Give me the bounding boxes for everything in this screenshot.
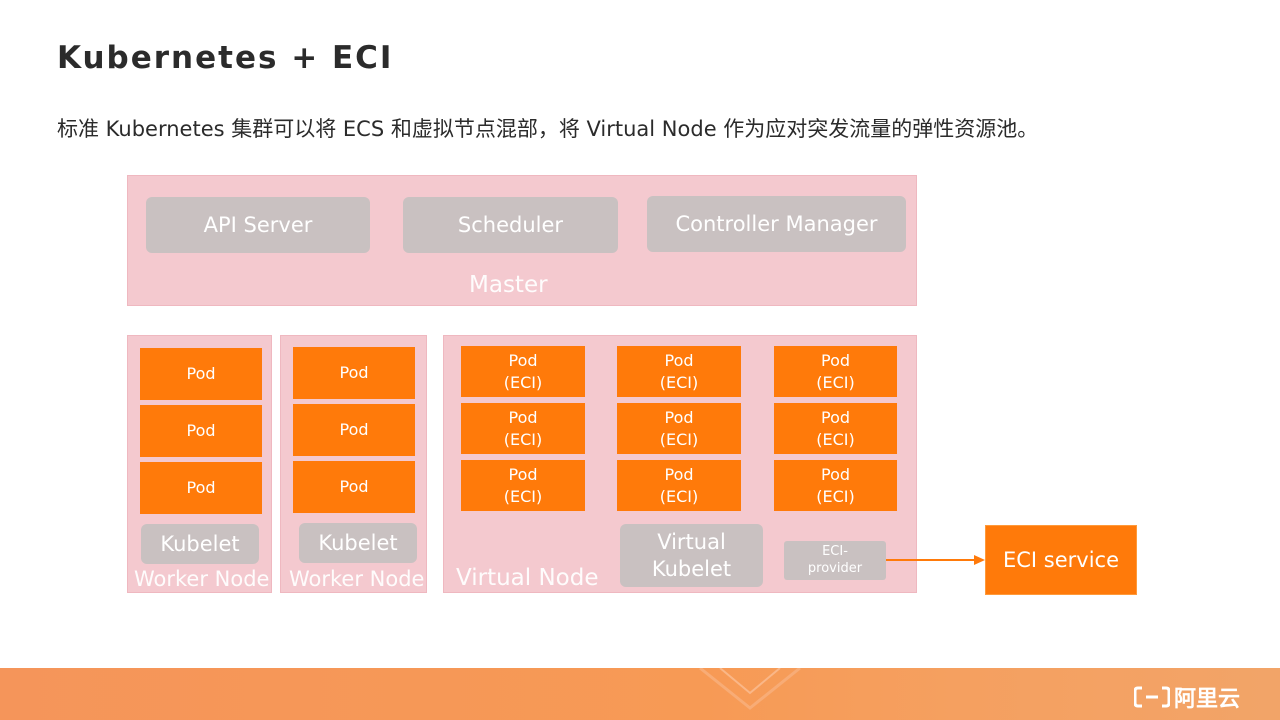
kubelet-box: Kubelet	[141, 524, 259, 564]
alibaba-cloud-logo: 阿里云	[1133, 681, 1240, 713]
eci-pod: Pod(ECI)	[461, 346, 585, 397]
pod: Pod	[293, 461, 415, 513]
eci-pod: Pod(ECI)	[774, 403, 897, 454]
footer-bar	[0, 668, 1280, 720]
worker-node-label: Worker Node	[134, 567, 270, 591]
scheduler-box: Scheduler	[403, 197, 618, 253]
kubelet-box: Kubelet	[299, 523, 417, 563]
alibaba-cloud-logo-icon	[1133, 686, 1170, 708]
pod: Pod	[140, 462, 262, 514]
footer-chevron-decoration	[699, 668, 801, 710]
arrow-icon	[886, 555, 985, 565]
worker-node-label: Worker Node	[289, 567, 425, 591]
virtual-node-label: Virtual Node	[456, 565, 599, 591]
pod: Pod	[140, 348, 262, 400]
eci-service-box: ECI service	[985, 525, 1137, 595]
page-subtitle: 标准 Kubernetes 集群可以将 ECS 和虚拟节点混部，将 Virtua…	[57, 117, 1039, 141]
pod: Pod	[140, 405, 262, 457]
page-title: Kubernetes + ECI	[57, 40, 394, 76]
eci-provider-box: ECI- provider	[784, 541, 886, 580]
pod: Pod	[293, 404, 415, 456]
eci-pod: Pod(ECI)	[617, 403, 741, 454]
master-label: Master	[469, 272, 548, 298]
api-server-box: API Server	[146, 197, 370, 253]
eci-pod: Pod(ECI)	[461, 403, 585, 454]
eci-pod: Pod(ECI)	[774, 460, 897, 511]
pod: Pod	[293, 347, 415, 399]
controller-manager-box: Controller Manager	[647, 196, 906, 252]
eci-pod: Pod(ECI)	[617, 460, 741, 511]
eci-pod: Pod(ECI)	[461, 460, 585, 511]
eci-pod: Pod(ECI)	[617, 346, 741, 397]
virtual-kubelet-box: Virtual Kubelet	[620, 524, 763, 587]
eci-pod: Pod(ECI)	[774, 346, 897, 397]
